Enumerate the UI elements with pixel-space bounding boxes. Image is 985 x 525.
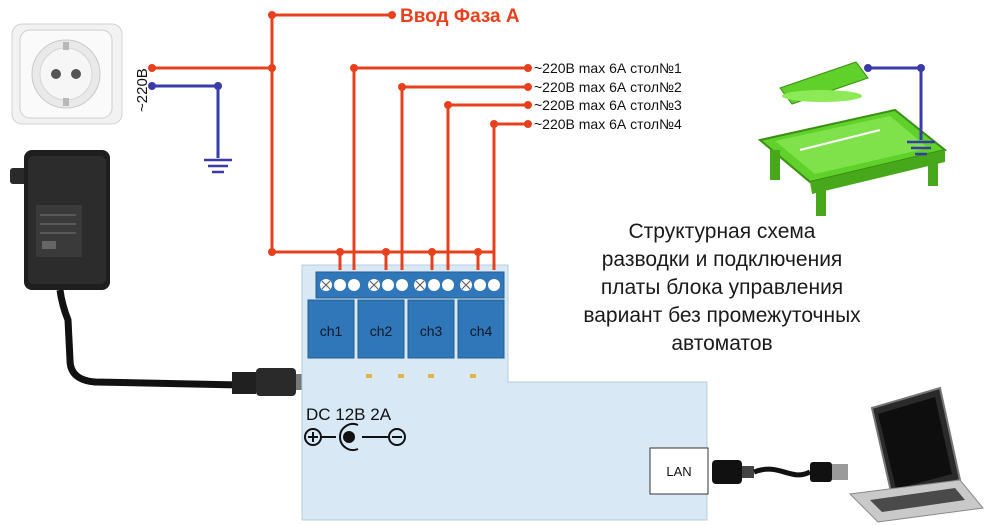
output-label-4: ~220В max 6А стол№4 [534, 116, 682, 132]
channel-label: ch3 [420, 323, 443, 339]
voltage-label: ~220В [134, 68, 151, 112]
neutral-junctions [148, 64, 925, 90]
terminal-screws [320, 279, 500, 291]
phase-junctions [148, 11, 532, 256]
lan-port-label: LAN [666, 464, 691, 479]
output-label-3: ~220В max 6А стол№3 [534, 97, 682, 113]
relay-ch4 [457, 299, 505, 359]
channel-label: ch1 [320, 323, 343, 339]
laptop-icon [848, 386, 984, 523]
phase-input-label: Ввод Фаза А [400, 6, 520, 27]
title-line: вариант без промежуточных [583, 304, 861, 327]
diagram-title: Структурная схема разводки и подключения… [583, 220, 861, 355]
channel-label: ch2 [370, 323, 393, 339]
lan-port [649, 447, 709, 495]
relay-ch1 [307, 299, 355, 359]
billiard-table-icon [757, 61, 948, 216]
dc-polarity-icon [304, 423, 406, 451]
lan-cable-icon [712, 460, 848, 484]
output-label-1: ~220В max 6А стол№1 [534, 60, 682, 76]
output-label-2: ~220В max 6А стол№2 [534, 79, 682, 95]
title-line: платы блока управления [601, 276, 843, 299]
title-line: автоматов [671, 332, 772, 355]
dc-power-label: DC 12В 2А [306, 405, 392, 424]
neutral-wires [152, 66, 923, 158]
ground-icon [204, 158, 232, 174]
power-socket-icon [11, 23, 123, 125]
channel-label: ch4 [470, 323, 493, 339]
ground-icon [907, 140, 935, 156]
title-line: разводки и подключения [602, 248, 843, 271]
relay-ch3 [407, 299, 455, 359]
relay-ch2 [357, 299, 405, 359]
phase-wires [152, 13, 528, 270]
power-adapter-icon [10, 150, 241, 389]
title-line: Структурная схема [629, 220, 816, 243]
control-board: ch1 ch2 ch3 ch4 DC 12В 2А LAN [301, 264, 709, 521]
